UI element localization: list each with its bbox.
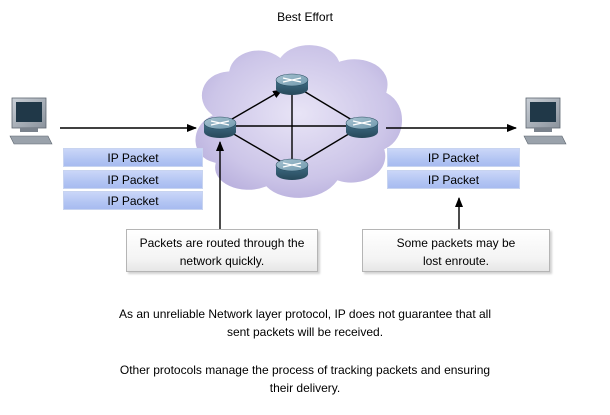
diagram-title: Best Effort — [277, 10, 333, 24]
received-packet-1: IP Packet — [387, 148, 520, 167]
lost-callout-line-1: Some packets may be — [396, 236, 516, 250]
routed-callout-line-1: Packets are routed through the — [139, 236, 305, 250]
caption-other-protocols-line-2: their delivery. — [269, 381, 341, 395]
router-right-icon — [345, 116, 379, 138]
destination-computer-icon — [523, 97, 567, 145]
network-cloud-icon — [192, 42, 405, 201]
caption-reliability: As an unreliable Network layer protocol,… — [0, 305, 610, 341]
lost-callout: Some packets may be lost enroute. — [362, 229, 550, 272]
caption-reliability-line-1: As an unreliable Network layer protocol,… — [119, 307, 491, 321]
received-packet-2: IP Packet — [387, 170, 520, 189]
caption-other-protocols-line-1: Other protocols manage the process of tr… — [119, 363, 491, 377]
sent-packet-2: IP Packet — [63, 170, 203, 189]
caption-other-protocols: Other protocols manage the process of tr… — [0, 361, 610, 397]
router-top-icon — [275, 73, 309, 95]
routed-callout: Packets are routed through the network q… — [126, 229, 318, 272]
caption-reliability-line-2: sent packets will be received. — [226, 325, 384, 339]
router-bottom-icon — [275, 158, 309, 180]
lost-callout-line-2: lost enroute. — [422, 254, 490, 268]
router-left-icon — [203, 116, 237, 138]
source-computer-icon — [9, 97, 53, 145]
sent-packet-1: IP Packet — [63, 148, 203, 167]
routed-callout-line-2: network quickly. — [179, 254, 265, 268]
sent-packet-3: IP Packet — [63, 191, 203, 210]
